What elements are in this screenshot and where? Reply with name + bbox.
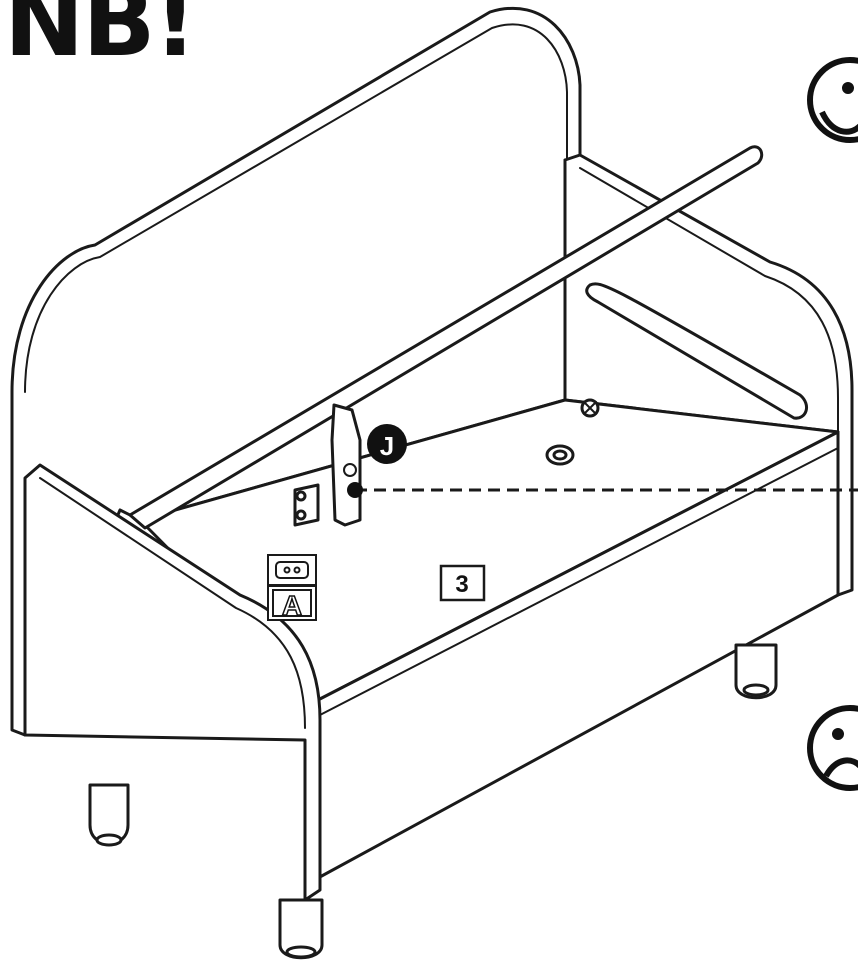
left-side-panel-edge (39, 477, 306, 729)
left-side-panel (23, 463, 322, 902)
lid-stay-bar (128, 145, 764, 530)
support-bar (585, 282, 809, 420)
heading-nb: NB! (4, 0, 197, 78)
leg-back-right (734, 643, 778, 700)
right-side-panel (563, 153, 854, 597)
guide-anchor (347, 482, 363, 498)
screw-icon (580, 398, 600, 418)
smiley-happy-icon (807, 57, 858, 143)
callout-j-badge (367, 424, 407, 464)
hinge-label-icon (267, 554, 317, 621)
label-letter-a: A (282, 590, 302, 621)
leg-front-left (88, 783, 130, 847)
leg-front-center (278, 898, 324, 960)
smiley-sad-icon (807, 705, 858, 791)
back-panel-edge (24, 23, 568, 393)
bolt-icon (545, 444, 575, 466)
callout-j-text: J (380, 431, 394, 461)
panel-number-text: 3 (455, 571, 468, 598)
right-side-panel-edge (579, 167, 839, 433)
panel-number-box (439, 564, 486, 602)
front-rail-edge (317, 447, 839, 717)
